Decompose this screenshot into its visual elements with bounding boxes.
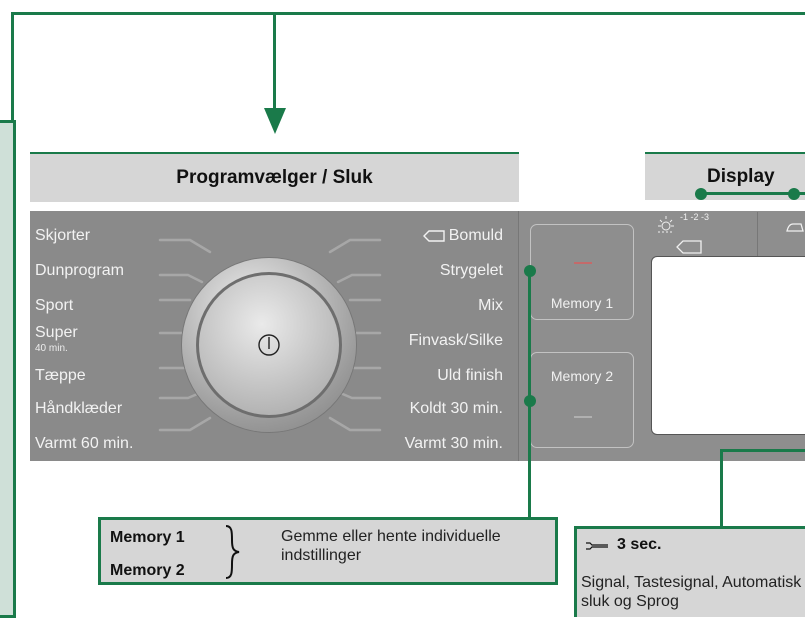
display-connector [700,192,805,195]
program-varmt-30[interactable]: Varmt 30 min. [404,435,503,452]
memory-callout: Memory 1 Memory 2 Gemme eller hente indi… [98,517,558,585]
top-frame-line [11,12,805,15]
dryness-levels-text: -1 -2 -3 [680,212,710,222]
program-uld-finish[interactable]: Uld finish [437,367,503,384]
program-bomuld[interactable]: Bomuld [422,227,503,245]
dryness-sun-icon [658,216,674,233]
display-callout-title: 3 sec. [617,536,662,553]
cotton-tag-icon [676,240,702,254]
iron-icon [786,223,804,232]
program-super[interactable]: Super [35,324,78,341]
program-koldt-30[interactable]: Koldt 30 min. [409,400,503,417]
display-dot-right [788,188,800,200]
program-haandklaeder[interactable]: Håndklæder [35,400,123,417]
program-dunprogram[interactable]: Dunprogram [35,262,124,279]
display-separator [757,212,758,256]
memory-2-indicator [574,416,592,418]
memory-callout-label-2: Memory 2 [110,562,185,579]
wrench-icon [586,542,608,550]
arrow-down-icon [264,108,286,134]
program-skjorter[interactable]: Skjorter [35,227,91,244]
header-programvaelger: Programvælger / Sluk [30,152,519,202]
program-strygelet[interactable]: Strygelet [439,262,503,279]
program-sport[interactable]: Sport [35,297,74,314]
brace-icon [225,525,240,579]
program-finvask-silke[interactable]: Finvask/Silke [408,332,503,349]
memory-1-label: Memory 1 [550,295,614,311]
program-taeppe[interactable]: Tæppe [35,367,86,384]
memory-2-button[interactable] [530,352,634,448]
display-callout-text: Signal, Tastesignal, Automatisk sluk og … [581,574,802,610]
bomuld-icon [422,230,445,242]
left-partial-box [0,120,16,618]
memory-callout-text: Gemme eller hente individuelle indstilli… [281,528,501,564]
program-mix[interactable]: Mix [478,297,503,314]
power-icon [258,334,280,356]
arrow-stem [273,12,276,112]
memory-1-indicator [574,262,592,264]
program-varmt-60[interactable]: Varmt 60 min. [35,435,134,452]
program-super-sub: 40 min. [35,343,68,354]
display-down-connector-v [720,449,723,529]
display-down-connector-h [720,449,805,452]
memory-callout-label-1: Memory 1 [110,529,185,546]
display-settings-callout: 3 sec. Signal, Tastesignal, Automatisk s… [574,526,805,617]
program-bomuld-label: Bomuld [448,227,503,244]
memory-2-label: Memory 2 [550,368,614,384]
display-screen [651,256,805,435]
left-frame-line [11,12,14,122]
display-dot-left [695,188,707,200]
memory-connector [528,270,531,520]
